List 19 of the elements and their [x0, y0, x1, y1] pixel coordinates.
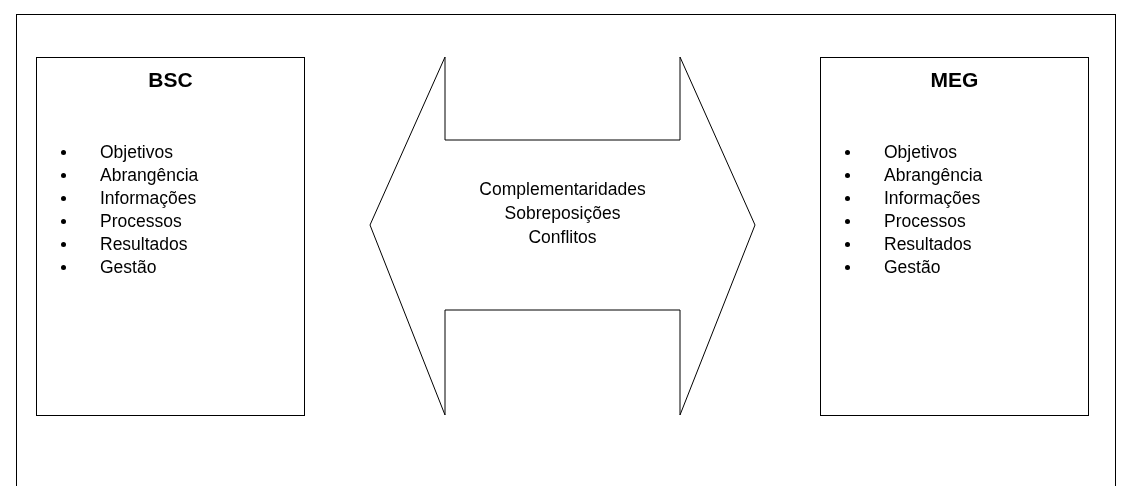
bullet-item: Gestão — [100, 256, 157, 279]
bullet-item: Resultados — [100, 233, 188, 256]
bullet-item: Objetivos — [100, 141, 173, 164]
box-heading: MEG — [929, 68, 980, 92]
bullet-item: Processos — [100, 210, 182, 233]
arrow-text: Sobreposições — [504, 202, 621, 225]
bullet-item: Objetivos — [884, 141, 957, 164]
box-heading: BSC — [147, 68, 194, 92]
bullet-item: Resultados — [884, 233, 972, 256]
arrow-text: Complementaridades — [479, 178, 646, 201]
list-box — [36, 57, 305, 416]
list-box — [820, 57, 1089, 416]
bullet-item: Informações — [100, 187, 197, 210]
bullet-item: Abrangência — [100, 164, 199, 187]
bullet-item: Processos — [884, 210, 966, 233]
bullet-item: Informações — [884, 187, 981, 210]
bullet-item: Abrangência — [884, 164, 983, 187]
bullet-item: Gestão — [884, 256, 941, 279]
arrow-text: Conflitos — [528, 226, 597, 249]
